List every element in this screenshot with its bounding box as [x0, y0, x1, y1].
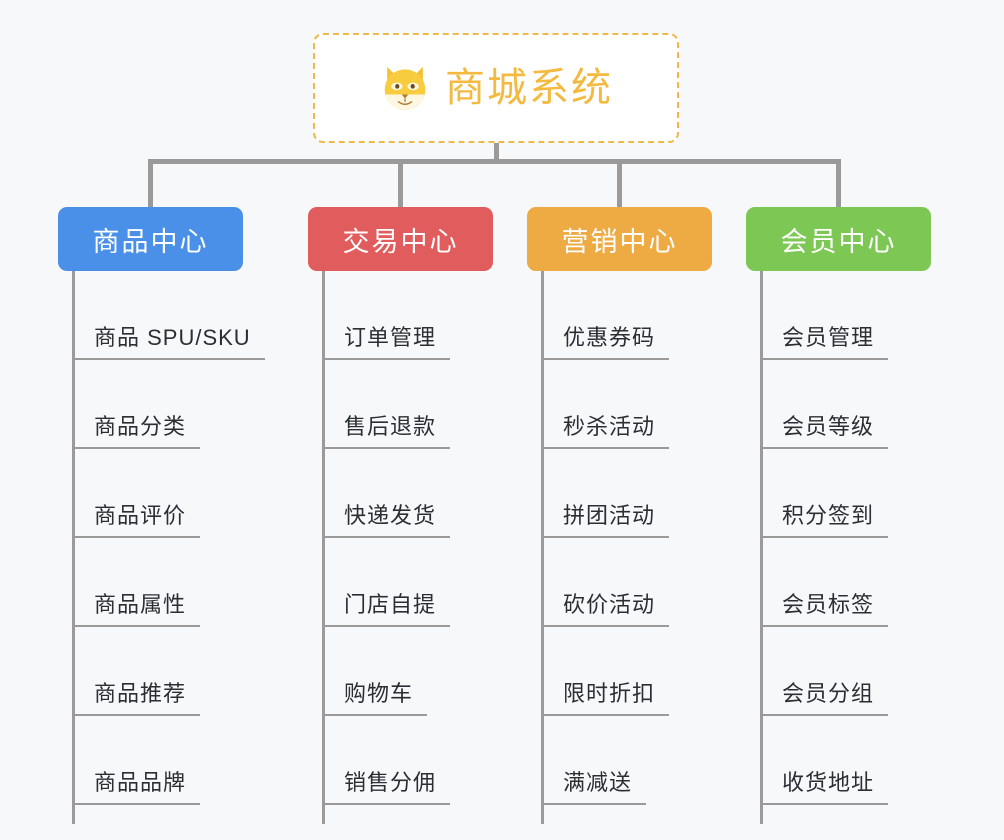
leaf-label: 商品评价 [94, 503, 187, 528]
branch-header-label: 营销中心 [561, 226, 678, 257]
list-item[interactable]: 会员标签 [760, 538, 931, 627]
list-item[interactable]: 商品评价 [72, 449, 243, 538]
list-item[interactable]: 优惠券码 [541, 271, 712, 360]
branch-header-2[interactable]: 交易中心 [308, 207, 493, 271]
leaf-list-2: 订单管理 售后退款 快递发货 门店自提 购物车 销售分佣 [308, 271, 493, 824]
branch-header-3[interactable]: 营销中心 [527, 207, 712, 271]
branch-column: 营销中心 优惠券码 秒杀活动 拼团活动 砍价活动 限时折扣 满减送 [527, 207, 712, 824]
list-item[interactable]: 满减送 [541, 716, 712, 805]
root-node[interactable]: 商城系统 [313, 33, 679, 143]
leaf-label: 购物车 [344, 681, 414, 706]
connector-drop-4 [836, 159, 841, 208]
connector-root-stem [494, 143, 499, 163]
list-item[interactable]: 会员管理 [760, 271, 931, 360]
list-item[interactable]: 收货地址 [760, 716, 931, 805]
list-item[interactable]: 商品品牌 [72, 716, 243, 805]
list-item[interactable]: 购物车 [322, 627, 493, 716]
leaf-label: 积分签到 [782, 503, 875, 528]
list-item[interactable]: 拼团活动 [541, 449, 712, 538]
leaf-label: 限时折扣 [563, 681, 656, 706]
leaf-label: 商品属性 [94, 592, 187, 617]
branch-spine [541, 271, 544, 824]
branch-header-label: 商品中心 [92, 226, 209, 257]
branch-spine [760, 271, 763, 824]
leaf-label: 砍价活动 [563, 592, 656, 617]
leaf-label: 门店自提 [344, 592, 437, 617]
branch-header-4[interactable]: 会员中心 [746, 207, 931, 271]
branch-spine [72, 271, 75, 824]
leaf-label: 会员管理 [782, 325, 875, 350]
leaf-label: 销售分佣 [344, 770, 437, 795]
leaf-label: 商品 SPU/SKU [94, 325, 251, 350]
list-item[interactable]: 会员等级 [760, 360, 931, 449]
connector-drop-3 [617, 159, 622, 208]
leaf-list-1: 商品 SPU/SKU 商品分类 商品评价 商品属性 商品推荐 商品品牌 [58, 271, 265, 824]
list-item[interactable]: 门店自提 [322, 538, 493, 627]
list-item[interactable]: 商品推荐 [72, 627, 243, 716]
leaf-label: 满减送 [563, 770, 633, 795]
leaf-label: 优惠券码 [563, 325, 656, 350]
branch-column: 会员中心 会员管理 会员等级 积分签到 会员标签 会员分组 收货地址 [746, 207, 931, 824]
leaf-label: 快递发货 [344, 503, 437, 528]
branch-header-1[interactable]: 商品中心 [58, 207, 243, 271]
leaf-label: 售后退款 [344, 414, 437, 439]
connector-drop-2 [398, 159, 403, 208]
leaf-list-4: 会员管理 会员等级 积分签到 会员标签 会员分组 收货地址 [746, 271, 931, 824]
list-item[interactable]: 快递发货 [322, 449, 493, 538]
branch-header-label: 会员中心 [780, 226, 897, 257]
branch-header-label: 交易中心 [342, 226, 459, 257]
list-item[interactable]: 商品分类 [72, 360, 243, 449]
leaf-label: 拼团活动 [563, 503, 656, 528]
leaf-label: 收货地址 [782, 770, 875, 795]
list-item[interactable]: 订单管理 [322, 271, 493, 360]
list-item[interactable]: 积分签到 [760, 449, 931, 538]
connector-drop-1 [148, 159, 153, 208]
branch-column: 交易中心 订单管理 售后退款 快递发货 门店自提 购物车 销售分佣 [308, 207, 493, 824]
leaf-label: 商品品牌 [94, 770, 187, 795]
branch-column: 商品中心 商品 SPU/SKU 商品分类 商品评价 商品属性 商品推荐 商品品牌 [58, 207, 265, 824]
leaf-label: 秒杀活动 [563, 414, 656, 439]
list-item[interactable]: 会员分组 [760, 627, 931, 716]
root-title: 商城系统 [445, 66, 613, 110]
leaf-label: 会员标签 [782, 592, 875, 617]
leaf-list-3: 优惠券码 秒杀活动 拼团活动 砍价活动 限时折扣 满减送 [527, 271, 712, 824]
leaf-label: 商品分类 [94, 414, 187, 439]
connector-horizontal-bus [148, 159, 841, 164]
list-item[interactable]: 商品属性 [72, 538, 243, 627]
list-item[interactable]: 销售分佣 [322, 716, 493, 805]
list-item[interactable]: 商品 SPU/SKU [72, 271, 265, 360]
leaf-label: 商品推荐 [94, 681, 187, 706]
leaf-label: 订单管理 [344, 325, 437, 350]
shiba-dog-face-icon [379, 62, 431, 114]
leaf-label: 会员等级 [782, 414, 875, 439]
branch-spine [322, 271, 325, 824]
list-item[interactable]: 售后退款 [322, 360, 493, 449]
list-item[interactable]: 限时折扣 [541, 627, 712, 716]
leaf-label: 会员分组 [782, 681, 875, 706]
list-item[interactable]: 秒杀活动 [541, 360, 712, 449]
list-item[interactable]: 砍价活动 [541, 538, 712, 627]
